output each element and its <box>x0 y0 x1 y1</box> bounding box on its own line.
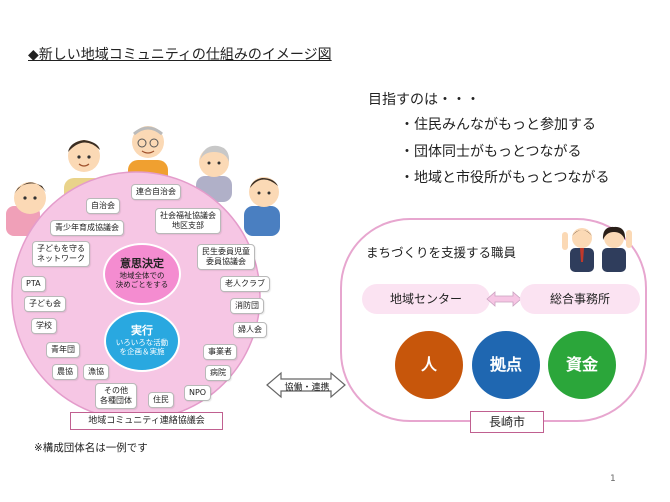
goal-item: 住民みんながもっと参加する <box>400 114 596 134</box>
resource-people: 人 <box>395 331 463 399</box>
org-box: 自治会 <box>86 198 120 214</box>
resource-base: 拠点 <box>472 331 540 399</box>
org-box: 社会福祉協議会 地区支部 <box>155 208 221 234</box>
org-box: 民生委員児童 委員協議会 <box>197 244 255 270</box>
org-box: 病院 <box>205 365 231 381</box>
action-subtitle: いろいろな活動 を企画＆実施 <box>115 338 169 356</box>
community-circle <box>11 171 261 421</box>
resident-icon <box>244 177 280 236</box>
resident-icon <box>196 145 232 202</box>
staff-icon <box>562 228 594 272</box>
staff-icon <box>602 226 632 272</box>
page-title: ◆新しい地域コミュニティの仕組みのイメージ図 <box>28 47 332 63</box>
org-box: PTA <box>21 276 46 292</box>
goals-heading: 目指すのは・・・ <box>368 92 480 108</box>
org-box: 青少年育成協議会 <box>50 220 124 236</box>
org-box: 住民 <box>148 392 174 408</box>
page-number: 1 <box>610 474 616 484</box>
footnote: ※構成団体名は一例です <box>34 442 148 454</box>
org-box: その他 各種団体 <box>95 383 137 409</box>
org-box: 老人クラブ <box>220 276 270 292</box>
org-box: 婦人会 <box>233 322 267 338</box>
staff-illustration <box>562 226 632 272</box>
federation-label: 地域コミュニティ連絡協議会 <box>70 412 223 430</box>
org-box: 連合自治会 <box>131 184 181 200</box>
city-label: 長崎市 <box>470 411 544 433</box>
org-box: 学校 <box>31 318 57 334</box>
implementation-circle: 実行 いろいろな活動 を企画＆実施 <box>104 310 180 372</box>
org-box: 事業者 <box>203 344 237 360</box>
decision-subtitle: 地域全体での 決めごとをする <box>115 271 169 289</box>
general-office-pill: 総合事務所 <box>520 284 640 314</box>
decision-making-circle: 意思決定 地域全体での 決めごとをする <box>103 243 181 305</box>
org-box: 農協 <box>52 364 78 380</box>
org-box: 子ども会 <box>24 296 66 312</box>
bidirectional-arrow-icon <box>486 291 522 307</box>
org-box: 青年団 <box>46 342 80 358</box>
org-box: 漁協 <box>83 364 109 380</box>
action-title: 実行 <box>131 324 153 337</box>
org-box: NPO <box>184 385 212 401</box>
double-arrow-icon <box>266 371 346 399</box>
support-staff-label: まちづくりを支援する職員 <box>366 245 517 260</box>
community-center-pill: 地域センター <box>362 284 490 314</box>
link-label: 協働・連携 <box>284 383 330 393</box>
goal-item: 団体同士がもっとつながる <box>400 141 581 161</box>
goal-item: 地域と市役所がもっとつながる <box>400 167 609 187</box>
decision-title: 意思決定 <box>120 257 164 270</box>
resource-funds: 資金 <box>548 331 616 399</box>
org-box: 子どもを守る ネットワーク <box>32 241 90 267</box>
org-box: 消防団 <box>230 298 264 314</box>
